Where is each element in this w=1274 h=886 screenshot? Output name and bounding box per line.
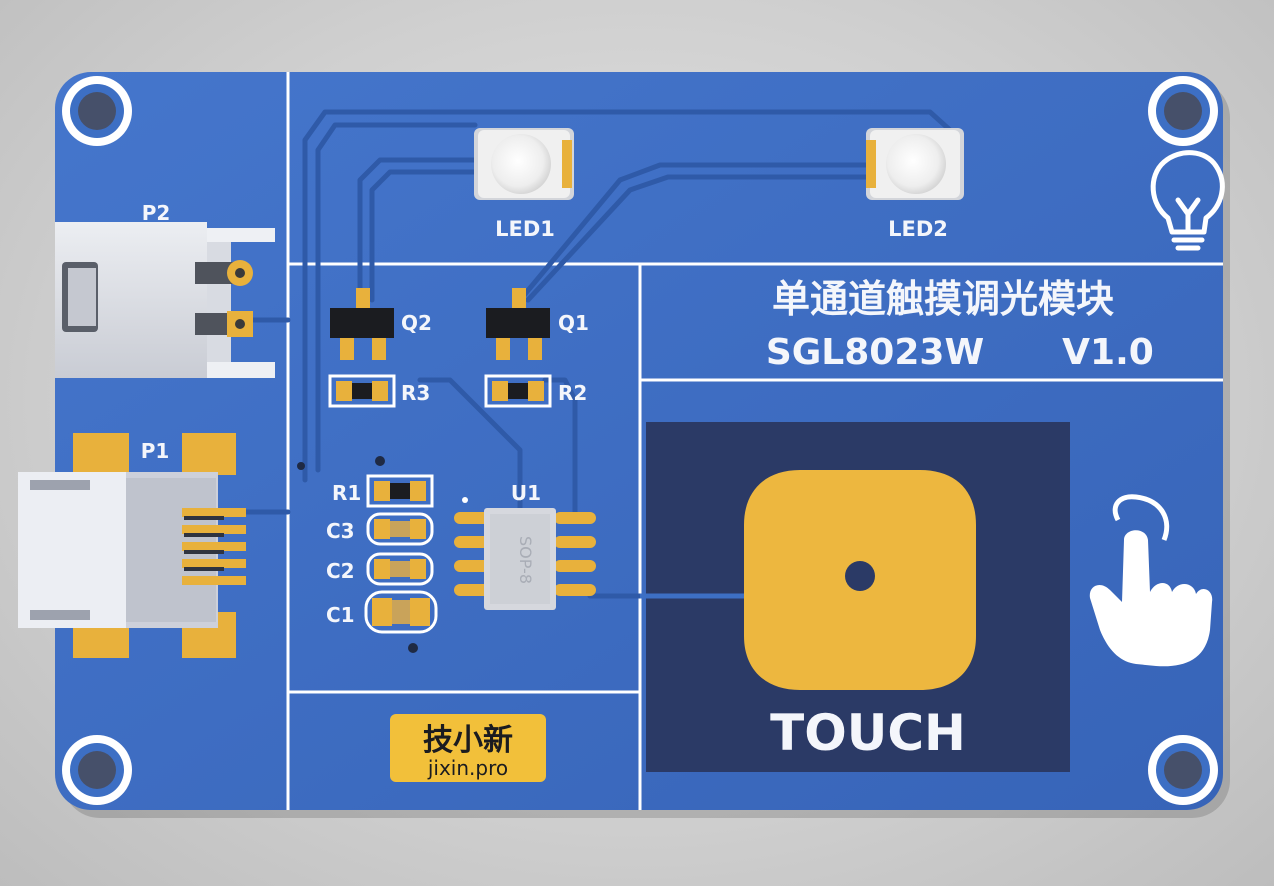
p1-usb-connector <box>18 433 246 658</box>
c2-capacitor <box>366 552 434 586</box>
r3-resistor <box>328 374 396 408</box>
board-model: SGL8023W <box>766 332 984 373</box>
logo-text-cn: 技小新 <box>423 723 513 758</box>
p1-label: P1 <box>141 439 170 463</box>
p2-label: P2 <box>142 201 171 225</box>
mounting-hole-icon <box>1148 76 1218 146</box>
led1 <box>474 128 574 200</box>
lightbulb-icon <box>1150 150 1225 251</box>
q2-label: Q2 <box>401 311 432 335</box>
r1-label: R1 <box>332 481 361 505</box>
r2-label: R2 <box>558 381 587 405</box>
q1-transistor <box>486 288 550 360</box>
touch-label: TOUCH <box>770 704 966 762</box>
mounting-hole-icon <box>1148 735 1218 805</box>
hand-pointer-icon <box>1089 494 1213 667</box>
r3-label: R3 <box>401 381 430 405</box>
c1-capacitor <box>364 590 438 634</box>
c1-label: C1 <box>326 603 355 627</box>
mounting-hole-icon <box>62 735 132 805</box>
copper-traces <box>232 109 953 599</box>
c3-label: C3 <box>326 519 355 543</box>
q1-label: Q1 <box>558 311 589 335</box>
led2-label: LED2 <box>888 217 948 241</box>
p2-connector <box>55 222 275 378</box>
led1-label: LED1 <box>495 217 555 241</box>
u1-package-label: SOP-8 <box>516 536 535 584</box>
r2-resistor <box>484 374 552 408</box>
c3-capacitor <box>366 512 434 546</box>
led2 <box>866 128 964 200</box>
u1-chip: SOP-8 <box>454 508 596 610</box>
board-title-cn: 单通道触摸调光模块 <box>772 277 1114 321</box>
c2-label: C2 <box>326 559 355 583</box>
q2-transistor <box>330 288 394 360</box>
logo-url: jixin.pro <box>427 756 508 780</box>
r1-resistor <box>366 474 434 508</box>
u1-label: U1 <box>511 481 541 505</box>
silkscreen-lines <box>286 72 1223 810</box>
jixin-logo: 技小新 jixin.pro <box>390 714 546 782</box>
mounting-hole-icon <box>62 76 132 146</box>
board-version: V1.0 <box>1062 332 1154 373</box>
